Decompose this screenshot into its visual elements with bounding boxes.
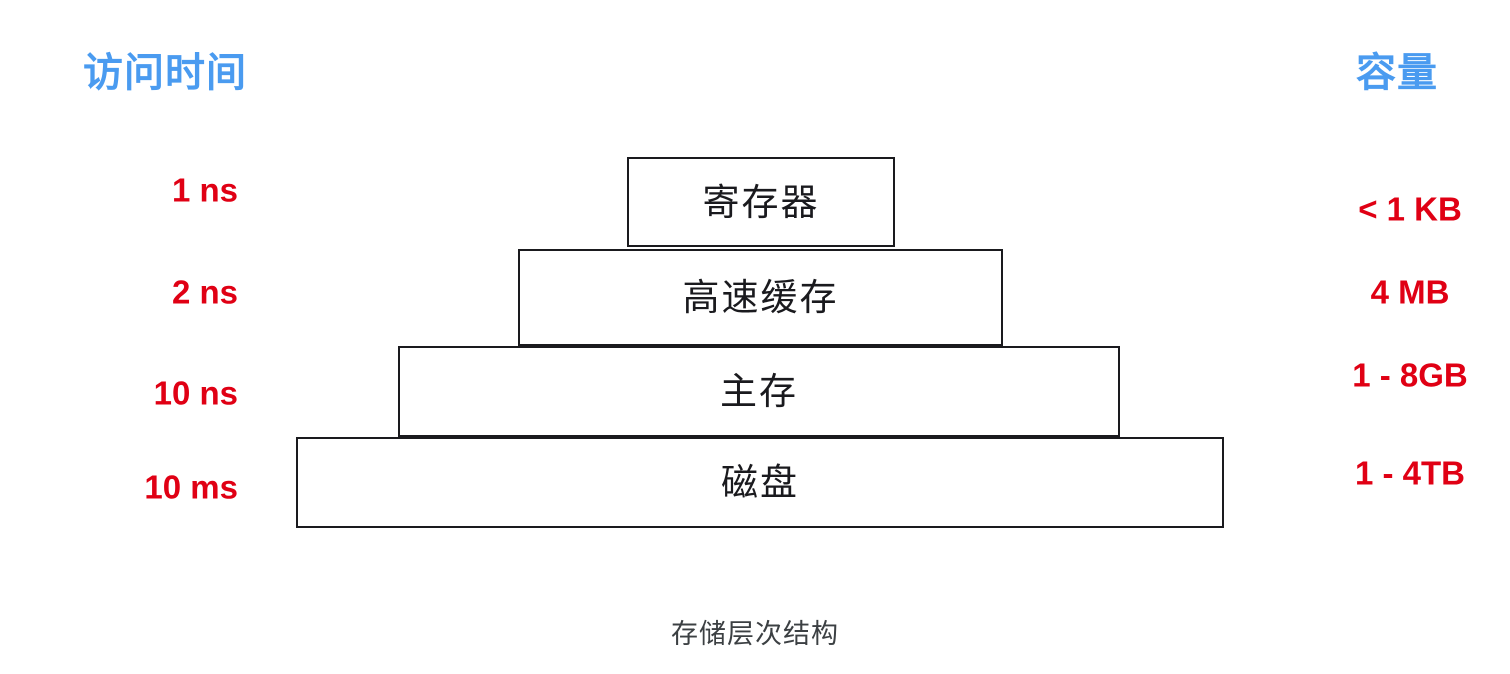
pyramid-tier-main-memory: 主存	[398, 346, 1120, 437]
capacity-label-cache: 4 MB	[1370, 273, 1450, 311]
capacity-label-main-memory: 1 - 8GB	[1352, 356, 1468, 394]
capacity-column-header: 容量	[1356, 51, 1438, 95]
access-time-label-disk: 10 ms	[144, 468, 238, 506]
pyramid-tier-cache: 高速缓存	[518, 249, 1003, 346]
access-time-label-main-memory: 10 ns	[153, 374, 238, 412]
capacity-label-disk: 1 - 4TB	[1354, 454, 1466, 492]
access-time-column-header: 访问时间	[83, 51, 247, 95]
figure-caption: 存储层次结构	[671, 619, 839, 649]
pyramid-tier-disk-label: 磁盘	[721, 462, 799, 503]
pyramid-tier-register: 寄存器	[627, 157, 895, 247]
capacity-label-register: < 1 KB	[1358, 190, 1462, 228]
pyramid-tier-disk: 磁盘	[296, 437, 1224, 528]
pyramid-tier-register-label: 寄存器	[702, 181, 820, 223]
access-time-label-cache: 2 ns	[171, 273, 238, 311]
pyramid-tier-cache-label: 高速缓存	[682, 277, 839, 318]
access-time-label-register: 1 ns	[171, 171, 238, 209]
pyramid-tier-main-memory-label: 主存	[720, 371, 798, 412]
